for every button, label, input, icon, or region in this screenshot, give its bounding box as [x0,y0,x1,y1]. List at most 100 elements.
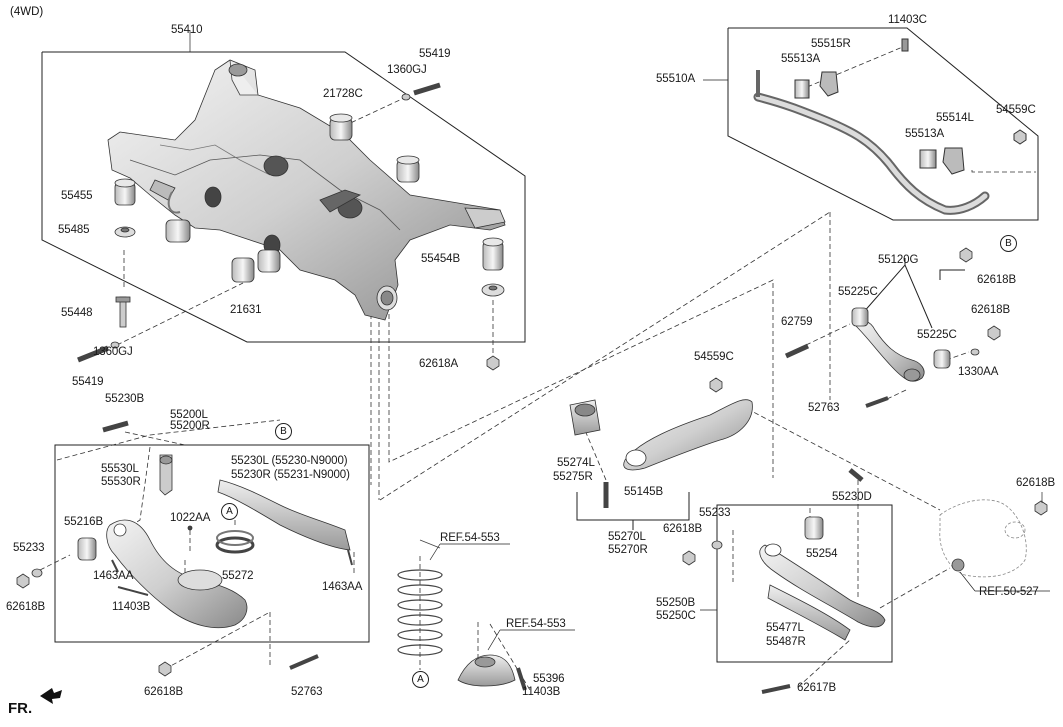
part-label-11403c: 11403C [888,14,927,26]
part-label-1330aa: 1330AA [958,366,999,378]
part-label-55485: 55485 [58,224,90,236]
part-label-55487r: 55487R [766,636,806,648]
part-label-55455: 55455 [61,190,93,202]
part-label-55477l: 55477L [766,622,804,634]
part-label-55454b: 55454B [421,253,461,265]
part-label-55275r: 55275R [553,471,593,483]
part-label-55530r: 55530R [101,476,141,488]
bushing-55454b [482,237,504,271]
part-label-55270l: 55270L [608,531,646,543]
subframe-bushings [77,82,505,371]
part-label-52763: 52763 [808,402,840,414]
part-label-62759: 62759 [781,316,813,328]
part-label-62618b: 62618B [144,686,184,698]
bolt-55448 [115,296,131,328]
part-label-55230r: 55230R (55231-N9000) [231,469,350,481]
part-label-62618b: 62618B [971,304,1011,316]
trailing-arm [569,377,753,508]
bolt-55419-upper [413,82,441,96]
part-label-1360gj: 1360GJ [93,346,133,358]
knuckle-reference [939,499,1027,578]
part-label-55233: 55233 [699,507,731,519]
part-label-55225c: 55225C [917,329,957,341]
part-label-62618b: 62618B [6,601,46,613]
part-label-55200r: 55200R [170,420,210,432]
part-label-55513a: 55513A [781,53,821,65]
bushing-upper-right [396,155,420,183]
part-label-1022aa: 1022AA [170,512,211,524]
nut-62618a [486,355,500,371]
lower-control-arm [682,468,886,694]
part-label-55120g: 55120G [878,254,919,266]
part-label-52763: 52763 [291,686,323,698]
washer-1360gj-lower [110,341,120,349]
reference-label-50-527: REF.50-527 [979,586,1039,598]
part-label-55216b: 55216B [64,516,104,528]
part-label-62618b: 62618B [1016,477,1056,489]
rear-subframe [107,59,506,321]
part-label-62618b: 62618B [977,274,1017,286]
bushing-55455 [114,178,136,206]
part-label-1463aa: 1463AA [93,570,134,582]
lower-arm-assembly [16,420,353,677]
bushing-21631 [231,249,281,283]
spring-pad [457,654,527,691]
part-label-55448: 55448 [61,307,93,319]
part-label-55250c: 55250C [656,610,696,622]
part-label-55233: 55233 [13,542,45,554]
part-label-55410: 55410 [171,24,203,36]
part-label-55419: 55419 [72,376,104,388]
part-label-55514l: 55514L [936,112,974,124]
callout-a: A [221,503,238,520]
part-label-55230b: 55230B [105,393,145,405]
front-direction-label: FR. [8,700,33,717]
assembly-outlines [41,27,1039,663]
coil-spring [397,539,443,656]
part-label-21631: 21631 [230,304,262,316]
part-label-55396: 55396 [533,673,565,685]
diagram-header: (4WD) [10,6,44,18]
part-label-55250b: 55250B [656,597,696,609]
part-label-1360gj: 1360GJ [387,64,427,76]
part-label-11403b: 11403B [522,686,561,698]
leader-lines [189,30,1050,651]
part-label-55145b: 55145B [624,486,664,498]
part-label-55230l: 55230L (55230-N9000) [231,455,348,467]
upper-arm [784,247,1001,408]
reference-label-54-553: REF.54-553 [440,532,500,544]
callout-b: B [275,423,292,440]
part-label-1463aa: 1463AA [322,581,363,593]
part-label-55530l: 55530L [101,463,139,475]
stabilizer-bar [753,38,1027,215]
washer-1360gj-upper [401,93,411,101]
bolt-55419-lower [77,345,109,363]
part-label-55270r: 55270R [608,544,648,556]
part-label-62618b: 62618B [663,523,703,535]
part-label-55513a: 55513A [905,128,945,140]
part-label-11403b: 11403B [112,601,151,613]
part-label-55272: 55272 [222,570,254,582]
part-label-55225c: 55225C [838,286,878,298]
part-label-55510a: 55510A [656,73,696,85]
reference-label-54-553: REF.54-553 [506,618,566,630]
part-label-62618a: 62618A [419,358,459,370]
front-direction-arrow [40,688,62,704]
callout-b: B [1000,235,1017,252]
part-label-21728c: 21728C [323,88,363,100]
callout-a: A [412,671,429,688]
washer-55454b [481,283,505,297]
part-label-55230d: 55230D [832,491,872,503]
part-label-62617b: 62617B [797,682,837,694]
part-label-55419: 55419 [419,48,451,60]
part-label-55274l: 55274L [557,457,595,469]
washer-55485 [114,226,136,238]
part-label-55254: 55254 [806,548,838,560]
part-label-54559c: 54559C [694,351,734,363]
part-label-55515r: 55515R [811,38,851,50]
bushing-21728c [329,113,353,141]
part-label-54559c: 54559C [996,104,1036,116]
bushing-left [165,219,191,243]
part-label-55200l: 55200L [170,409,208,421]
